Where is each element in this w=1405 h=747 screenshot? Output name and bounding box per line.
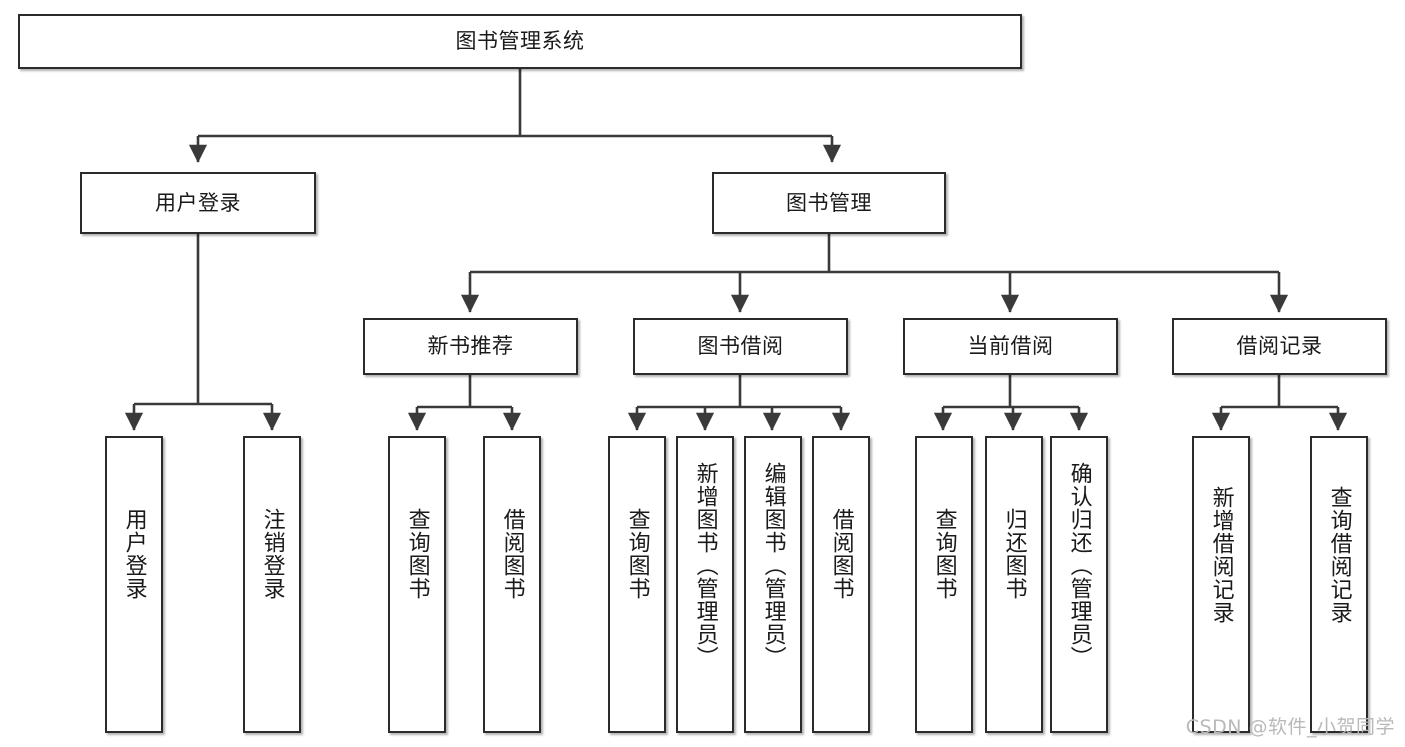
leaf-borrow-book-borrow[interactable]: 借阅图书	[812, 436, 870, 733]
leaf-borrow-book-newbook-label: 借阅图书	[499, 508, 525, 600]
leaf-query-book-borrow-label: 查询图书	[624, 508, 650, 600]
leaf-add-book-admin-label: 新增图书（管理员）	[692, 462, 718, 669]
leaf-edit-book-admin[interactable]: 编辑图书（管理员）	[744, 436, 802, 733]
node-current-borrow[interactable]: 当前借阅	[903, 318, 1118, 375]
leaf-borrow-book-newbook[interactable]: 借阅图书	[483, 436, 541, 733]
leaf-borrow-book-borrow-label: 借阅图书	[828, 508, 854, 600]
node-book-management-label: 图书管理	[786, 190, 872, 215]
leaf-add-book-admin[interactable]: 新增图书（管理员）	[676, 436, 734, 733]
leaf-query-book-newbook-label: 查询图书	[404, 508, 430, 600]
node-new-book-recommend-label: 新书推荐	[427, 334, 514, 359]
leaf-return-book-label: 归还图书	[1001, 508, 1027, 600]
leaf-return-book[interactable]: 归还图书	[985, 436, 1043, 733]
leaf-query-book-newbook[interactable]: 查询图书	[388, 436, 446, 733]
leaf-confirm-return-admin[interactable]: 确认归还（管理员）	[1050, 436, 1108, 733]
node-user-login[interactable]: 用户登录	[80, 172, 316, 234]
node-root[interactable]: 图书管理系统	[18, 14, 1022, 69]
node-root-label: 图书管理系统	[455, 29, 585, 54]
leaf-add-borrow-record[interactable]: 新增借阅记录	[1192, 436, 1250, 733]
node-user-login-label: 用户登录	[155, 190, 241, 215]
node-borrow-record-label: 借阅记录	[1236, 334, 1323, 359]
leaf-edit-book-admin-label: 编辑图书（管理员）	[760, 462, 786, 669]
watermark-text: CSDN @软件_小贺同学	[1185, 716, 1395, 738]
leaf-query-borrow-record[interactable]: 查询借阅记录	[1310, 436, 1368, 733]
leaf-user-login-label: 用户登录	[121, 508, 147, 600]
leaf-add-borrow-record-label: 新增借阅记录	[1208, 486, 1234, 624]
node-borrow-record[interactable]: 借阅记录	[1172, 318, 1387, 375]
node-book-borrow[interactable]: 图书借阅	[633, 318, 848, 375]
leaf-logout-label: 注销登录	[259, 508, 285, 600]
leaf-query-borrow-record-label: 查询借阅记录	[1326, 486, 1352, 624]
node-current-borrow-label: 当前借阅	[967, 334, 1054, 359]
node-book-management[interactable]: 图书管理	[712, 172, 946, 234]
node-book-borrow-label: 图书借阅	[697, 334, 784, 359]
leaf-user-login[interactable]: 用户登录	[105, 436, 163, 733]
leaf-query-book-current-label: 查询图书	[931, 508, 957, 600]
leaf-confirm-return-admin-label: 确认归还（管理员）	[1066, 462, 1092, 669]
leaf-query-book-borrow[interactable]: 查询图书	[608, 436, 666, 733]
leaf-logout[interactable]: 注销登录	[243, 436, 301, 733]
leaf-query-book-current[interactable]: 查询图书	[915, 436, 973, 733]
node-new-book-recommend[interactable]: 新书推荐	[363, 318, 578, 375]
